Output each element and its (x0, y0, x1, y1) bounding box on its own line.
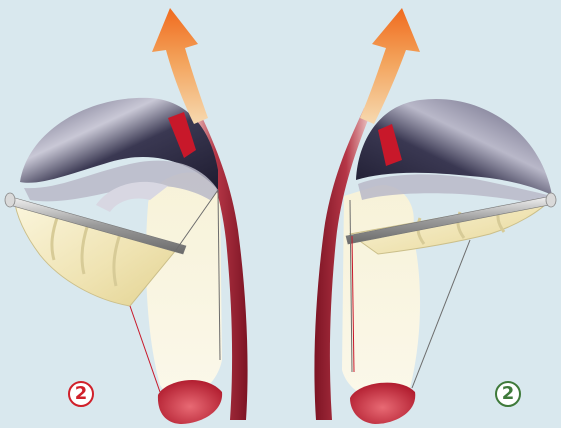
step-badge-left: 2 (68, 381, 94, 407)
left-bar-end (5, 193, 15, 207)
step-number-left: 2 (75, 385, 88, 403)
right-line-grey2 (412, 240, 470, 388)
right-bar-end (546, 193, 556, 207)
left-canopy-inner (146, 172, 222, 397)
step-number-right: 2 (502, 385, 515, 403)
step-badge-right: 2 (495, 381, 521, 407)
left-kite (5, 8, 248, 424)
right-kite (314, 8, 556, 424)
left-wingtip (158, 380, 222, 424)
